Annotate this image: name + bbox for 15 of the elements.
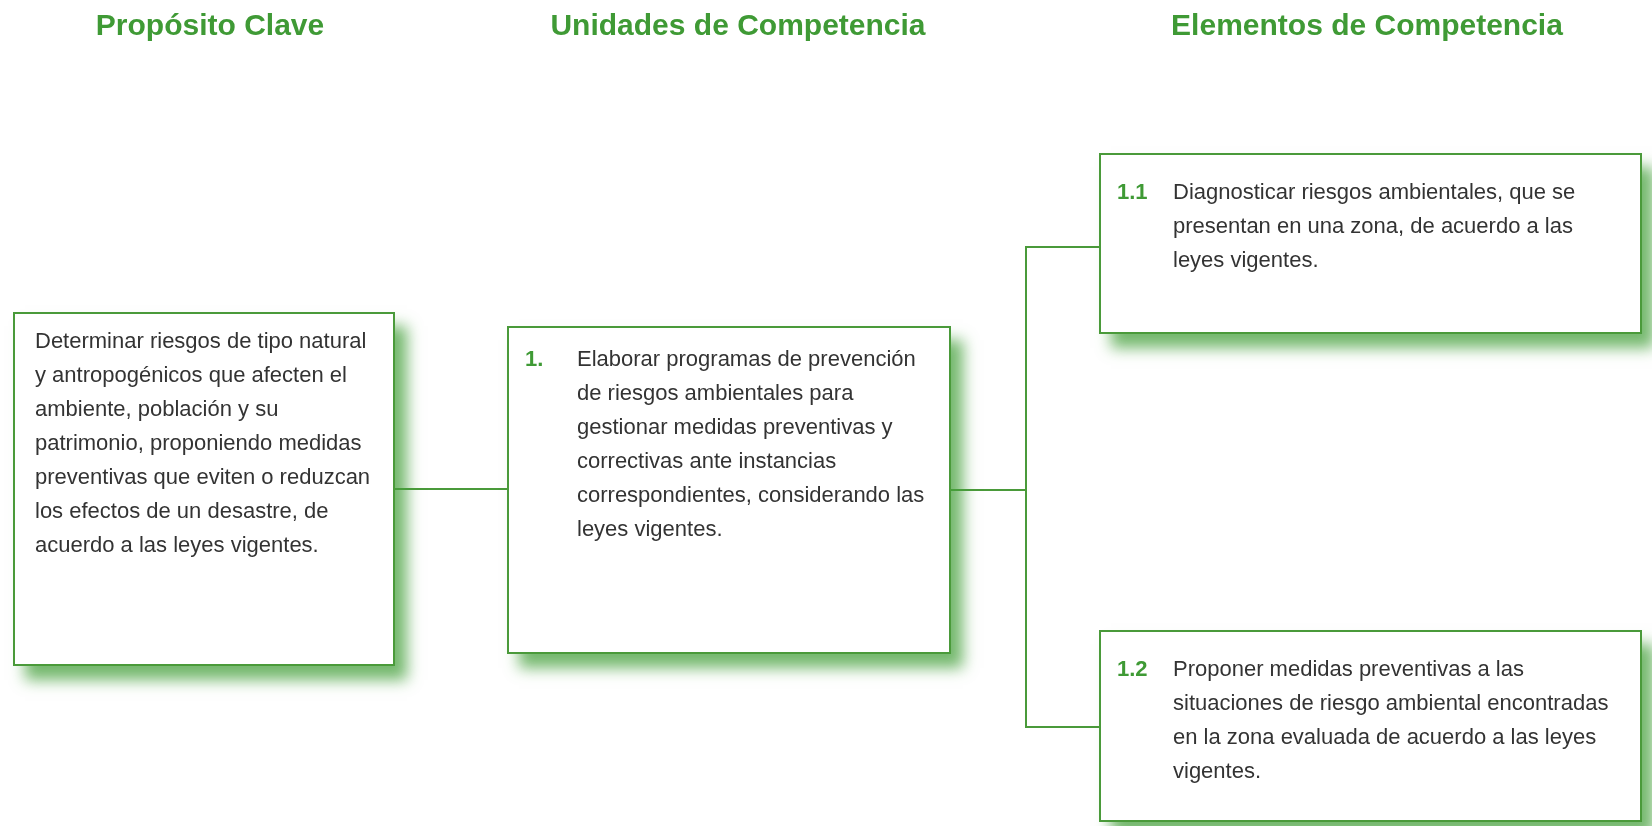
item-number: 1. — [525, 345, 545, 373]
text-box — [507, 326, 951, 654]
description-text: Elaborar programas de prevención de riesgos ambientales para gestionar medidas preventivas y correctivas ante instancias correspondientes, considerando las leyes vigentes. — [577, 345, 926, 543]
text-box — [13, 312, 395, 666]
column-heading: Unidades de Competencia — [550, 8, 926, 42]
description-text: Diagnosticar riesgos ambientales, que se presentan en una zona, de acuerdo a las leyes vigentes. — [1173, 178, 1577, 274]
column-heading: Propósito Clave — [95, 8, 325, 42]
description-text: Proponer medidas preventivas a las situaciones de riesgo ambiental encontradas en la zona evaluada de acuerdo a las leyes vigentes. — [1173, 655, 1610, 785]
item-number: 1.1 — [1117, 178, 1149, 206]
text-box — [1099, 630, 1642, 822]
connector-line — [394, 488, 508, 490]
description-text: Determinar riesgos de tipo natural y antropogénicos que afecten el ambiente, población y su patrimonio, proponiendo medidas preventivas que eviten o reduzcan los efectos de un desastre, de acuerdo a las leyes vigentes. — [35, 327, 372, 559]
text-box — [1099, 153, 1642, 334]
column-heading: Elementos de Competencia — [1171, 8, 1563, 42]
item-number: 1.2 — [1117, 655, 1149, 683]
